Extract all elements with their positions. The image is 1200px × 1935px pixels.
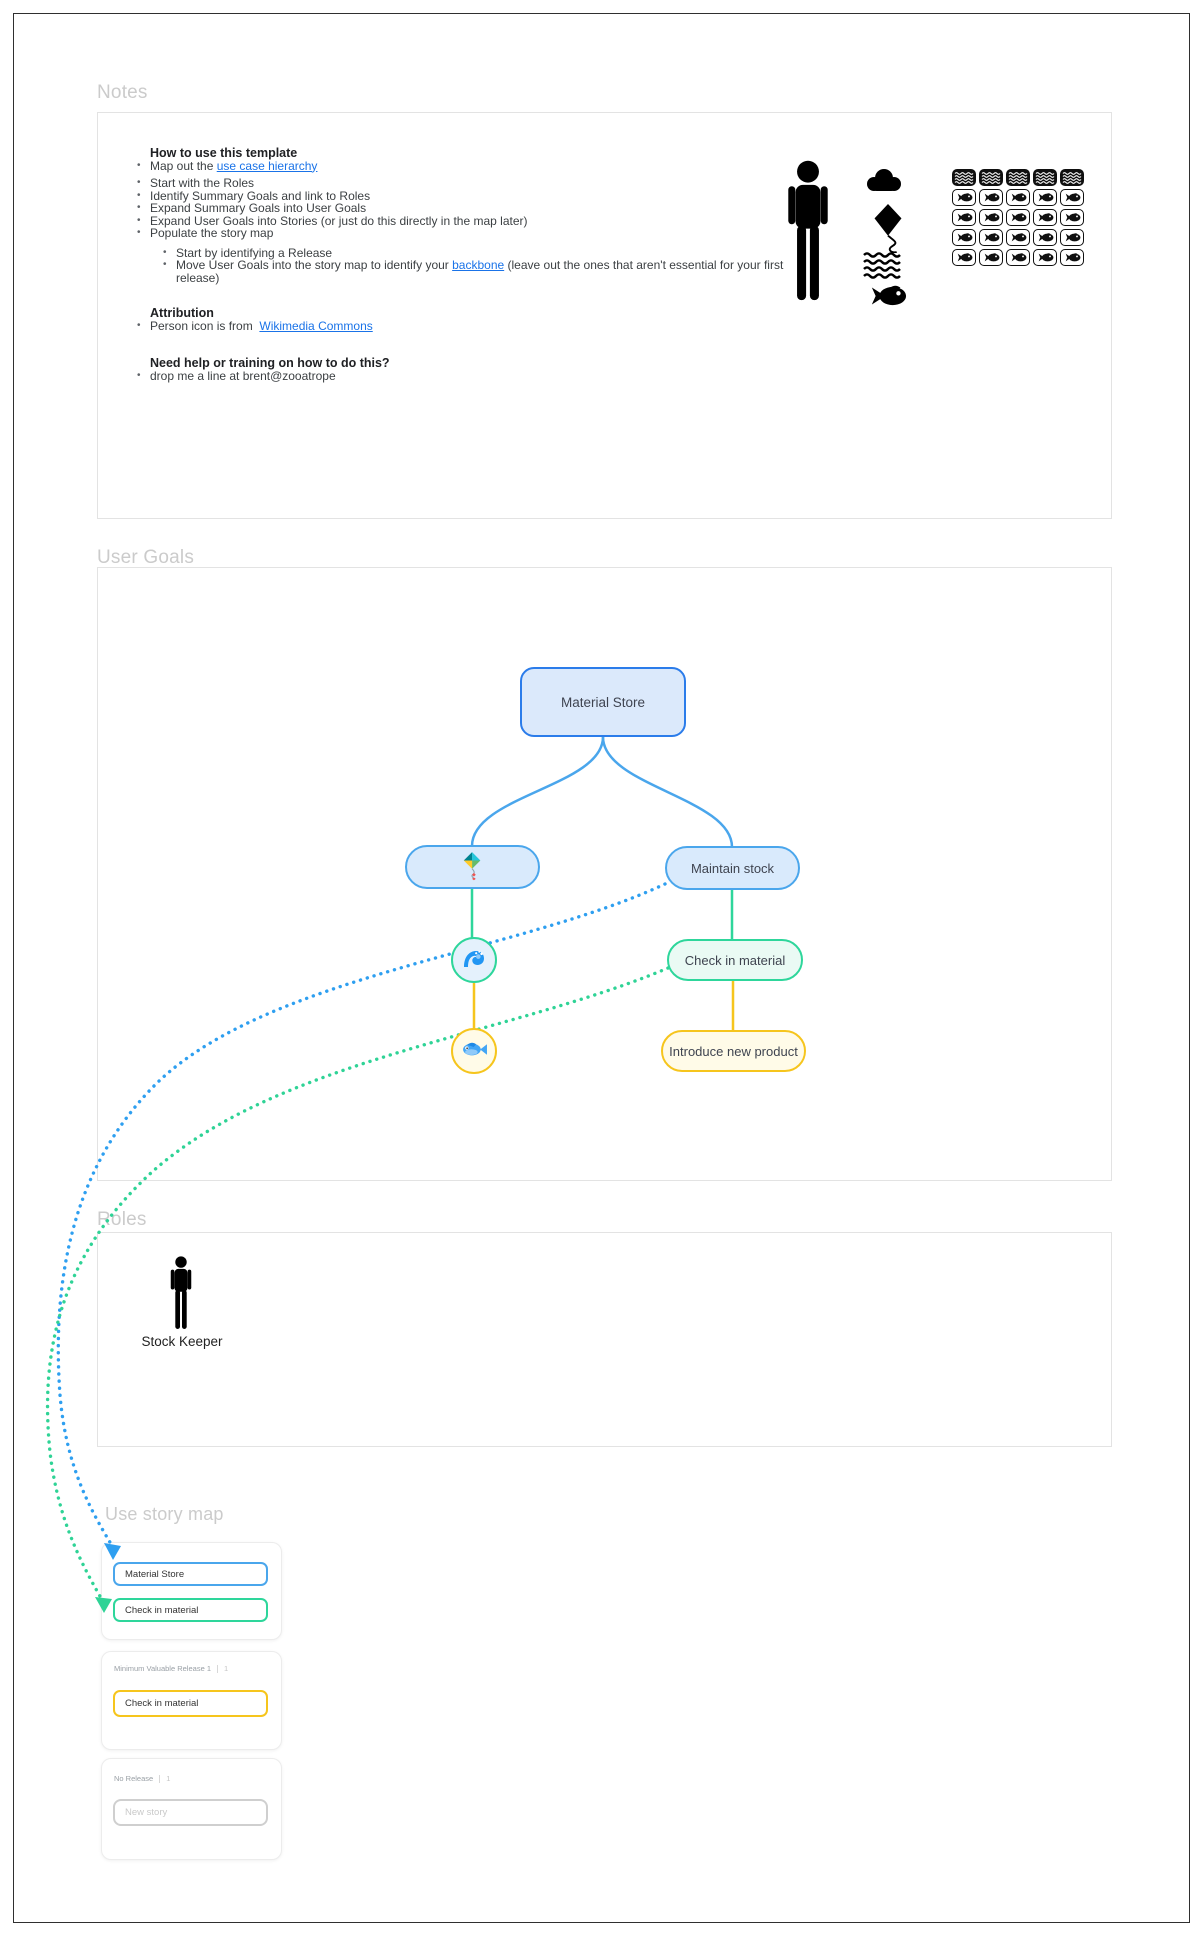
fish-stamp-icon [979, 209, 1003, 226]
stamp-grid [952, 169, 1085, 267]
release-1-header: Minimum Valuable Release 1 1 [114, 1664, 228, 1673]
story-card-label: Check in material [125, 1604, 199, 1616]
fish-stamp-icon [952, 189, 976, 206]
check-in-material-label: Check in material [684, 952, 786, 968]
person-icon[interactable] [167, 1256, 195, 1337]
fish-stamp-icon [1060, 229, 1084, 246]
roles-section-title: Roles [97, 1209, 147, 1230]
header-divider [217, 1664, 218, 1673]
no-release-group: No Release 1 [101, 1758, 282, 1860]
person-icon [786, 160, 830, 311]
role-stock-keeper-label: Stock Keeper [141, 1334, 223, 1349]
notes-bullet-expand-user: Expand User Goals into Stories (or just … [137, 214, 810, 228]
introduce-new-product-node[interactable]: Introduce new product [661, 1030, 806, 1072]
backbone-link[interactable]: backbone [452, 258, 505, 272]
release-1-group: Minimum Valuable Release 1 1 Check in ma… [101, 1651, 282, 1750]
use-case-hierarchy-link[interactable]: use case hierarchy [216, 158, 318, 173]
notes-bullet-identify: Identify Summary Goals and link to Roles [137, 189, 810, 203]
notes-heading-how: How to use this template [150, 146, 298, 160]
wikimedia-commons-link[interactable]: Wikimedia Commons [259, 318, 373, 333]
wave-icon [462, 947, 486, 974]
notes-bullet-roles: Start with the Roles [137, 177, 810, 190]
introduce-new-product-label: Introduce new product [669, 1043, 798, 1059]
release-name: No Release [114, 1774, 154, 1783]
fish-icon [461, 1041, 488, 1061]
story-map-section-title: Use story map [105, 1504, 224, 1524]
fish-icon [869, 284, 907, 313]
notes-heading-help: Need help or training on how to do this? [150, 356, 390, 370]
notes-section-title: Notes [97, 82, 148, 103]
fish-stamp-icon [1006, 229, 1030, 246]
story-card-label: Material Store [125, 1568, 185, 1580]
notes-bullet-expand-summary: Expand Summary Goals into User Goals [137, 202, 810, 215]
maintain-stock-node[interactable]: Maintain stock [665, 846, 800, 890]
maintain-stock-label: Maintain stock [690, 860, 775, 876]
fish-stamp-icon [1033, 209, 1057, 226]
material-store-node[interactable]: Material Store [520, 667, 686, 737]
cloud-icon [863, 167, 903, 199]
fish-stamp-icon [979, 189, 1003, 206]
wave-user-goal-node[interactable] [451, 937, 497, 983]
notes-bullet-release: Start by identifying a Release [163, 246, 810, 260]
fish-stamp-icon [1033, 189, 1057, 206]
waves-stamp-icon [1060, 169, 1084, 186]
story-card-label: Check in material [125, 1698, 199, 1709]
notes-bullet-map: Map out the use case hierarchy [137, 158, 810, 173]
kite-icon [869, 203, 907, 258]
fish-stamp-icon [952, 229, 976, 246]
fish-stamp-icon [1060, 249, 1084, 266]
check-in-material-node[interactable]: Check in material [667, 939, 803, 981]
fish-stamp-icon [979, 249, 1003, 266]
waves-icon [862, 251, 906, 284]
fish-stamp-icon [1006, 189, 1030, 206]
waves-stamp-icon [979, 169, 1003, 186]
notes-bullet-contact: drop me a line at brent@zooatrope [137, 369, 810, 383]
notes-bullet-person: Person icon is from Wikimedia Commons [137, 318, 810, 333]
fish-stamp-icon [1033, 249, 1057, 266]
story-card-material-store[interactable]: Material Store [113, 1562, 268, 1586]
page-frame [13, 13, 1190, 1923]
fish-stamp-icon [1006, 209, 1030, 226]
user-goals-section-title: User Goals [97, 547, 195, 568]
fish-stamp-icon [952, 249, 976, 266]
story-card-check-in-material[interactable]: Check in material [113, 1598, 268, 1622]
fish-stamp-icon [1006, 249, 1030, 266]
kite-summary-goal-node[interactable] [405, 845, 540, 889]
fish-story-node[interactable] [451, 1028, 497, 1074]
waves-stamp-icon [1033, 169, 1057, 186]
user-goals-box [97, 567, 1112, 1181]
fish-stamp-icon [1060, 209, 1084, 226]
material-store-label: Material Store [560, 694, 646, 710]
release-count: 1 [224, 1664, 229, 1673]
no-release-header: No Release 1 [114, 1774, 170, 1783]
fish-stamp-icon [1033, 229, 1057, 246]
notes-text: How to use this template Map out the use… [137, 146, 810, 383]
notes-bullet-populate: Populate the story map Start by identify… [137, 227, 810, 284]
roles-box [97, 1232, 1112, 1447]
header-divider [159, 1774, 161, 1783]
kite-icon [461, 851, 485, 884]
fish-stamp-icon [979, 229, 1003, 246]
release-count: 1 [166, 1774, 171, 1783]
fish-stamp-icon [952, 209, 976, 226]
waves-stamp-icon [952, 169, 976, 186]
story-card-check-in-material-release[interactable]: Check in material [113, 1690, 268, 1717]
release-name: Minimum Valuable Release 1 [114, 1664, 211, 1673]
fish-stamp-icon [1060, 189, 1084, 206]
notes-bullet-move: Move User Goals into the story map to id… [163, 258, 810, 284]
waves-stamp-icon [1006, 169, 1030, 186]
backbone-group: Material Store Check in material [101, 1542, 282, 1640]
new-story-input[interactable] [113, 1799, 268, 1826]
notes-heading-attribution: Attribution [150, 306, 214, 320]
